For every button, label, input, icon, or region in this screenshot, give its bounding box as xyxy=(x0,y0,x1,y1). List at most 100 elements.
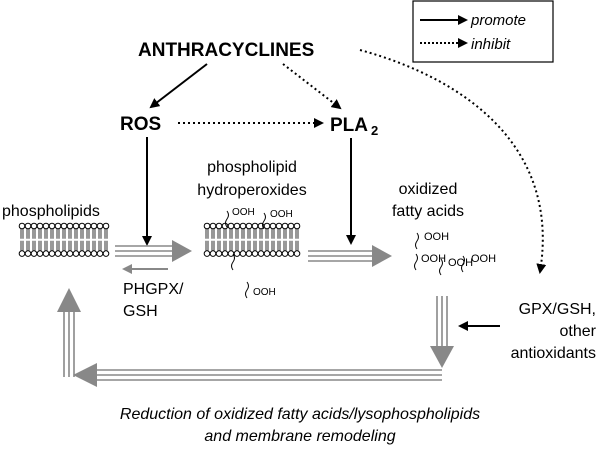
lipid-tail xyxy=(80,228,84,239)
lipid-head xyxy=(245,250,253,257)
lipid-tail xyxy=(205,240,209,251)
lipid-head xyxy=(239,250,247,257)
lipid-tail xyxy=(80,240,84,251)
lipid-head xyxy=(48,250,56,257)
lipid-head xyxy=(233,222,241,230)
lipid-head xyxy=(215,222,223,230)
lipid-head xyxy=(227,250,235,257)
lipid-tail xyxy=(241,240,245,251)
lipid-tail xyxy=(229,228,233,239)
legend: promote inhibit xyxy=(412,0,554,63)
lipid-tail xyxy=(253,240,257,251)
lipid-tail xyxy=(74,240,78,251)
lipid-tail xyxy=(20,228,24,239)
lipid-tail xyxy=(253,228,257,239)
lipid-tail xyxy=(104,240,108,251)
lipid-head xyxy=(102,222,110,230)
lipid-head xyxy=(54,250,62,257)
ros-label: ROS xyxy=(120,114,161,135)
lipid-head xyxy=(233,250,241,257)
lipid-tail xyxy=(211,228,215,239)
lipid-head xyxy=(96,250,104,257)
flow-arrow-up-to-phospholipids xyxy=(57,288,81,377)
lipid-head xyxy=(30,250,38,257)
lipid-head xyxy=(275,250,283,257)
lipid-tail xyxy=(229,240,233,251)
lipid-head xyxy=(42,222,50,230)
lipid-tail xyxy=(98,228,102,239)
lipid-tail xyxy=(26,228,30,239)
lipid-head xyxy=(227,222,235,230)
gpx-label-line3: antioxidants xyxy=(511,345,596,362)
phospholipid-bilayer-left xyxy=(18,222,110,257)
lipid-head xyxy=(263,250,271,257)
lipid-tail xyxy=(247,240,251,251)
lipid-tail xyxy=(32,228,36,239)
lipid-head xyxy=(239,222,247,230)
lipid-tail xyxy=(271,240,275,251)
anthracyclines-to-gpx-arrow xyxy=(359,49,547,274)
lipid-head xyxy=(251,250,259,257)
lipid-head xyxy=(78,250,86,257)
lipid-tail xyxy=(68,228,72,239)
lipid-head xyxy=(18,250,26,257)
lipid-tail xyxy=(247,228,251,239)
lipid-tail xyxy=(26,240,30,251)
flow-arrow-hydroperoxides-to-oxidized xyxy=(308,245,392,267)
phgpx-label-line2: GSH xyxy=(123,303,158,320)
lipid-tail xyxy=(289,240,293,251)
lipid-head xyxy=(24,250,32,257)
lipid-tail xyxy=(205,228,209,239)
anthracyclines-to-pla2-arrow xyxy=(282,63,342,110)
lipid-head xyxy=(84,250,92,257)
ooh-label-free-1: OOH xyxy=(424,231,449,243)
oxidized-label-line1: oxidized xyxy=(399,181,458,198)
lipid-head xyxy=(221,250,229,257)
lipid-tail xyxy=(217,228,221,239)
lipid-head xyxy=(203,250,211,257)
lipid-tail xyxy=(56,228,60,239)
lipid-head xyxy=(263,222,271,230)
lipid-head xyxy=(221,222,229,230)
legend-box xyxy=(412,0,554,63)
lipid-tail xyxy=(74,228,78,239)
lipid-tail xyxy=(86,228,90,239)
lipid-head xyxy=(245,222,253,230)
lipid-head xyxy=(203,222,211,230)
lipid-head xyxy=(90,250,98,257)
ooh-label-mid-1: OOH xyxy=(232,207,255,218)
ooh-label-free-2: OOH xyxy=(421,253,446,265)
lipid-head xyxy=(30,222,38,230)
oxidized-tails-middle xyxy=(225,210,266,299)
lipid-tail xyxy=(62,228,66,239)
oxidized-label-line2: fatty acids xyxy=(392,203,464,220)
lipid-head xyxy=(18,222,26,230)
lipid-tail xyxy=(259,240,263,251)
lipid-tail xyxy=(38,240,42,251)
lipid-head xyxy=(42,250,50,257)
gpx-label-line2: other xyxy=(560,323,597,340)
lipid-head xyxy=(269,250,277,257)
lipid-head xyxy=(90,222,98,230)
lipid-head xyxy=(84,222,92,230)
pla-text: PLA xyxy=(330,115,368,136)
lipid-head xyxy=(60,222,68,230)
lipid-head xyxy=(287,250,295,257)
lipid-head xyxy=(54,222,62,230)
gpx-label-line1: GPX/GSH, xyxy=(519,301,596,318)
lipid-tail xyxy=(211,240,215,251)
flow-arrow-phgpx-reverse xyxy=(122,264,168,274)
lipid-tail xyxy=(62,240,66,251)
lipid-tail xyxy=(32,240,36,251)
lipid-head xyxy=(257,250,265,257)
phgpx-label-line1: PHGPX/ xyxy=(123,281,184,298)
lipid-tail xyxy=(277,228,281,239)
lipid-tail xyxy=(277,240,281,251)
lipid-head xyxy=(102,250,110,257)
lipid-tail xyxy=(217,240,221,251)
lipid-tail xyxy=(50,228,54,239)
lipid-tail xyxy=(235,228,239,239)
free-oxidized-fatty-acids xyxy=(414,232,465,276)
lipid-head xyxy=(66,250,74,257)
